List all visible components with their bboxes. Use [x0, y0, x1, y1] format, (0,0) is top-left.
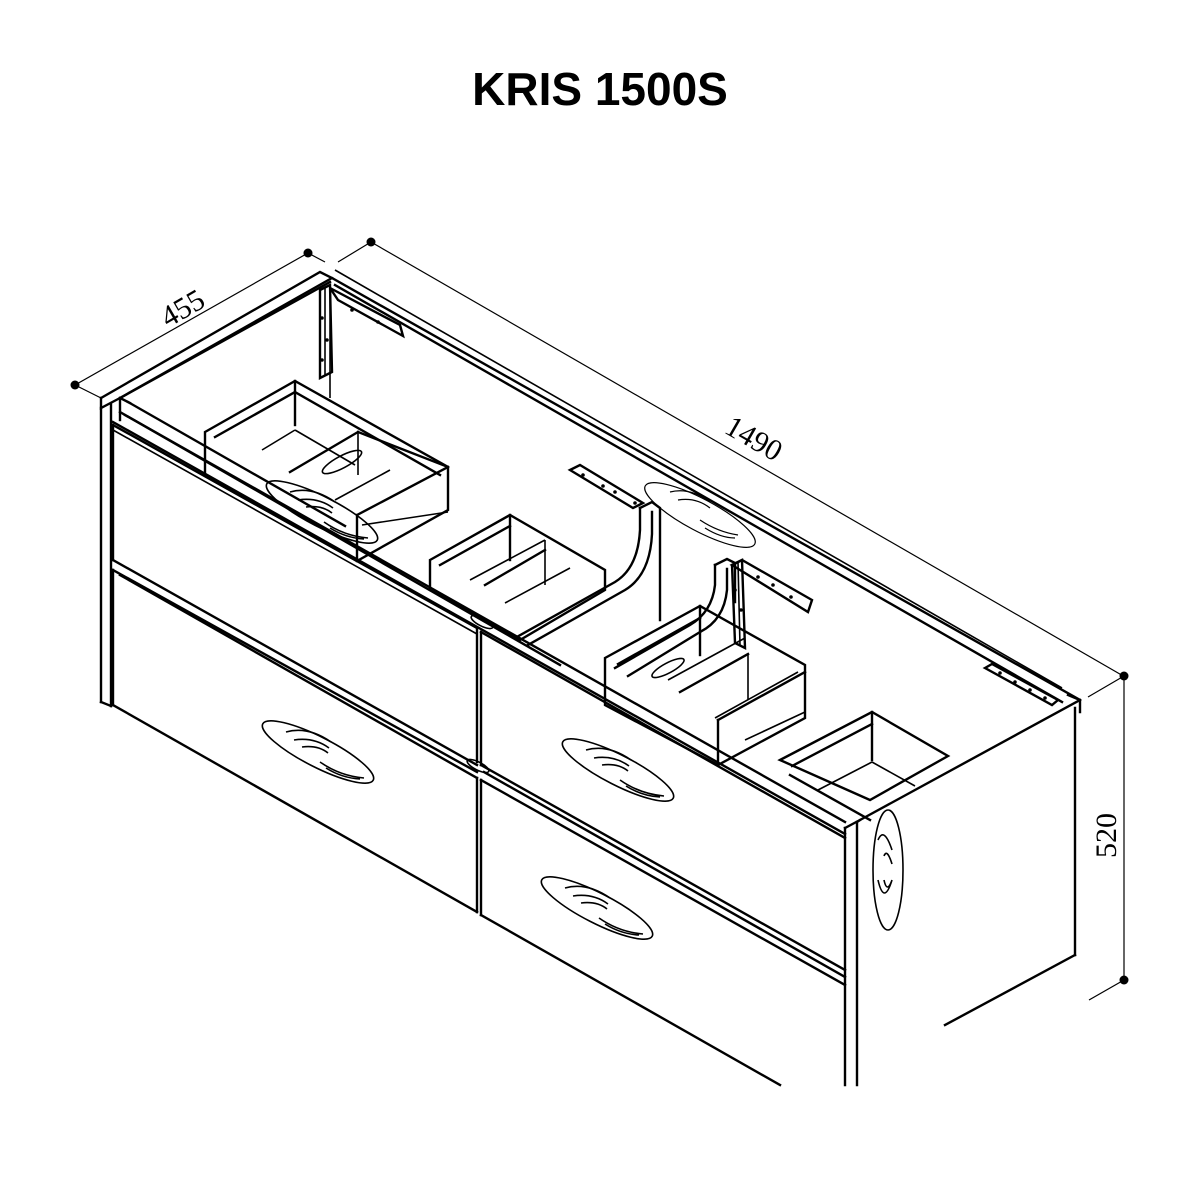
- wall-bracket-center: [567, 463, 646, 510]
- center-sink-support: [513, 500, 737, 678]
- drawer-lower-left[interactable]: [111, 568, 479, 914]
- depth-dimension: 455: [70, 248, 326, 399]
- wall-bracket-far-right: [982, 662, 1061, 707]
- product-title: KRIS 1500S: [472, 63, 728, 115]
- drawer-lower-right[interactable]: [479, 778, 847, 1087]
- organizer-tray-4: [777, 710, 951, 822]
- handle-icon[interactable]: [260, 470, 384, 553]
- handle-icon[interactable]: [256, 710, 380, 793]
- wall-bracket-right: [729, 558, 814, 650]
- drawer-upper-left[interactable]: [111, 423, 479, 767]
- back-wall-handle-decal: [644, 482, 756, 548]
- organizer-tray-2: [428, 513, 607, 642]
- side-handle-decal: [872, 809, 904, 931]
- organizer-tray-3: [603, 604, 807, 767]
- width-label: 1490: [720, 409, 788, 468]
- wall-bracket-left: [318, 283, 405, 398]
- depth-label: 455: [155, 283, 210, 334]
- height-label: 520: [1090, 813, 1123, 858]
- width-dimension: 1490: [337, 237, 1126, 678]
- handle-icon[interactable]: [556, 728, 680, 811]
- handle-icon[interactable]: [535, 866, 659, 949]
- right-side-panel: [843, 698, 1082, 1087]
- height-dimension: 520: [1087, 671, 1129, 1001]
- left-side-panel: [99, 396, 122, 708]
- organizer-tray-1: [203, 379, 450, 563]
- drawer-upper-right[interactable]: [479, 630, 847, 979]
